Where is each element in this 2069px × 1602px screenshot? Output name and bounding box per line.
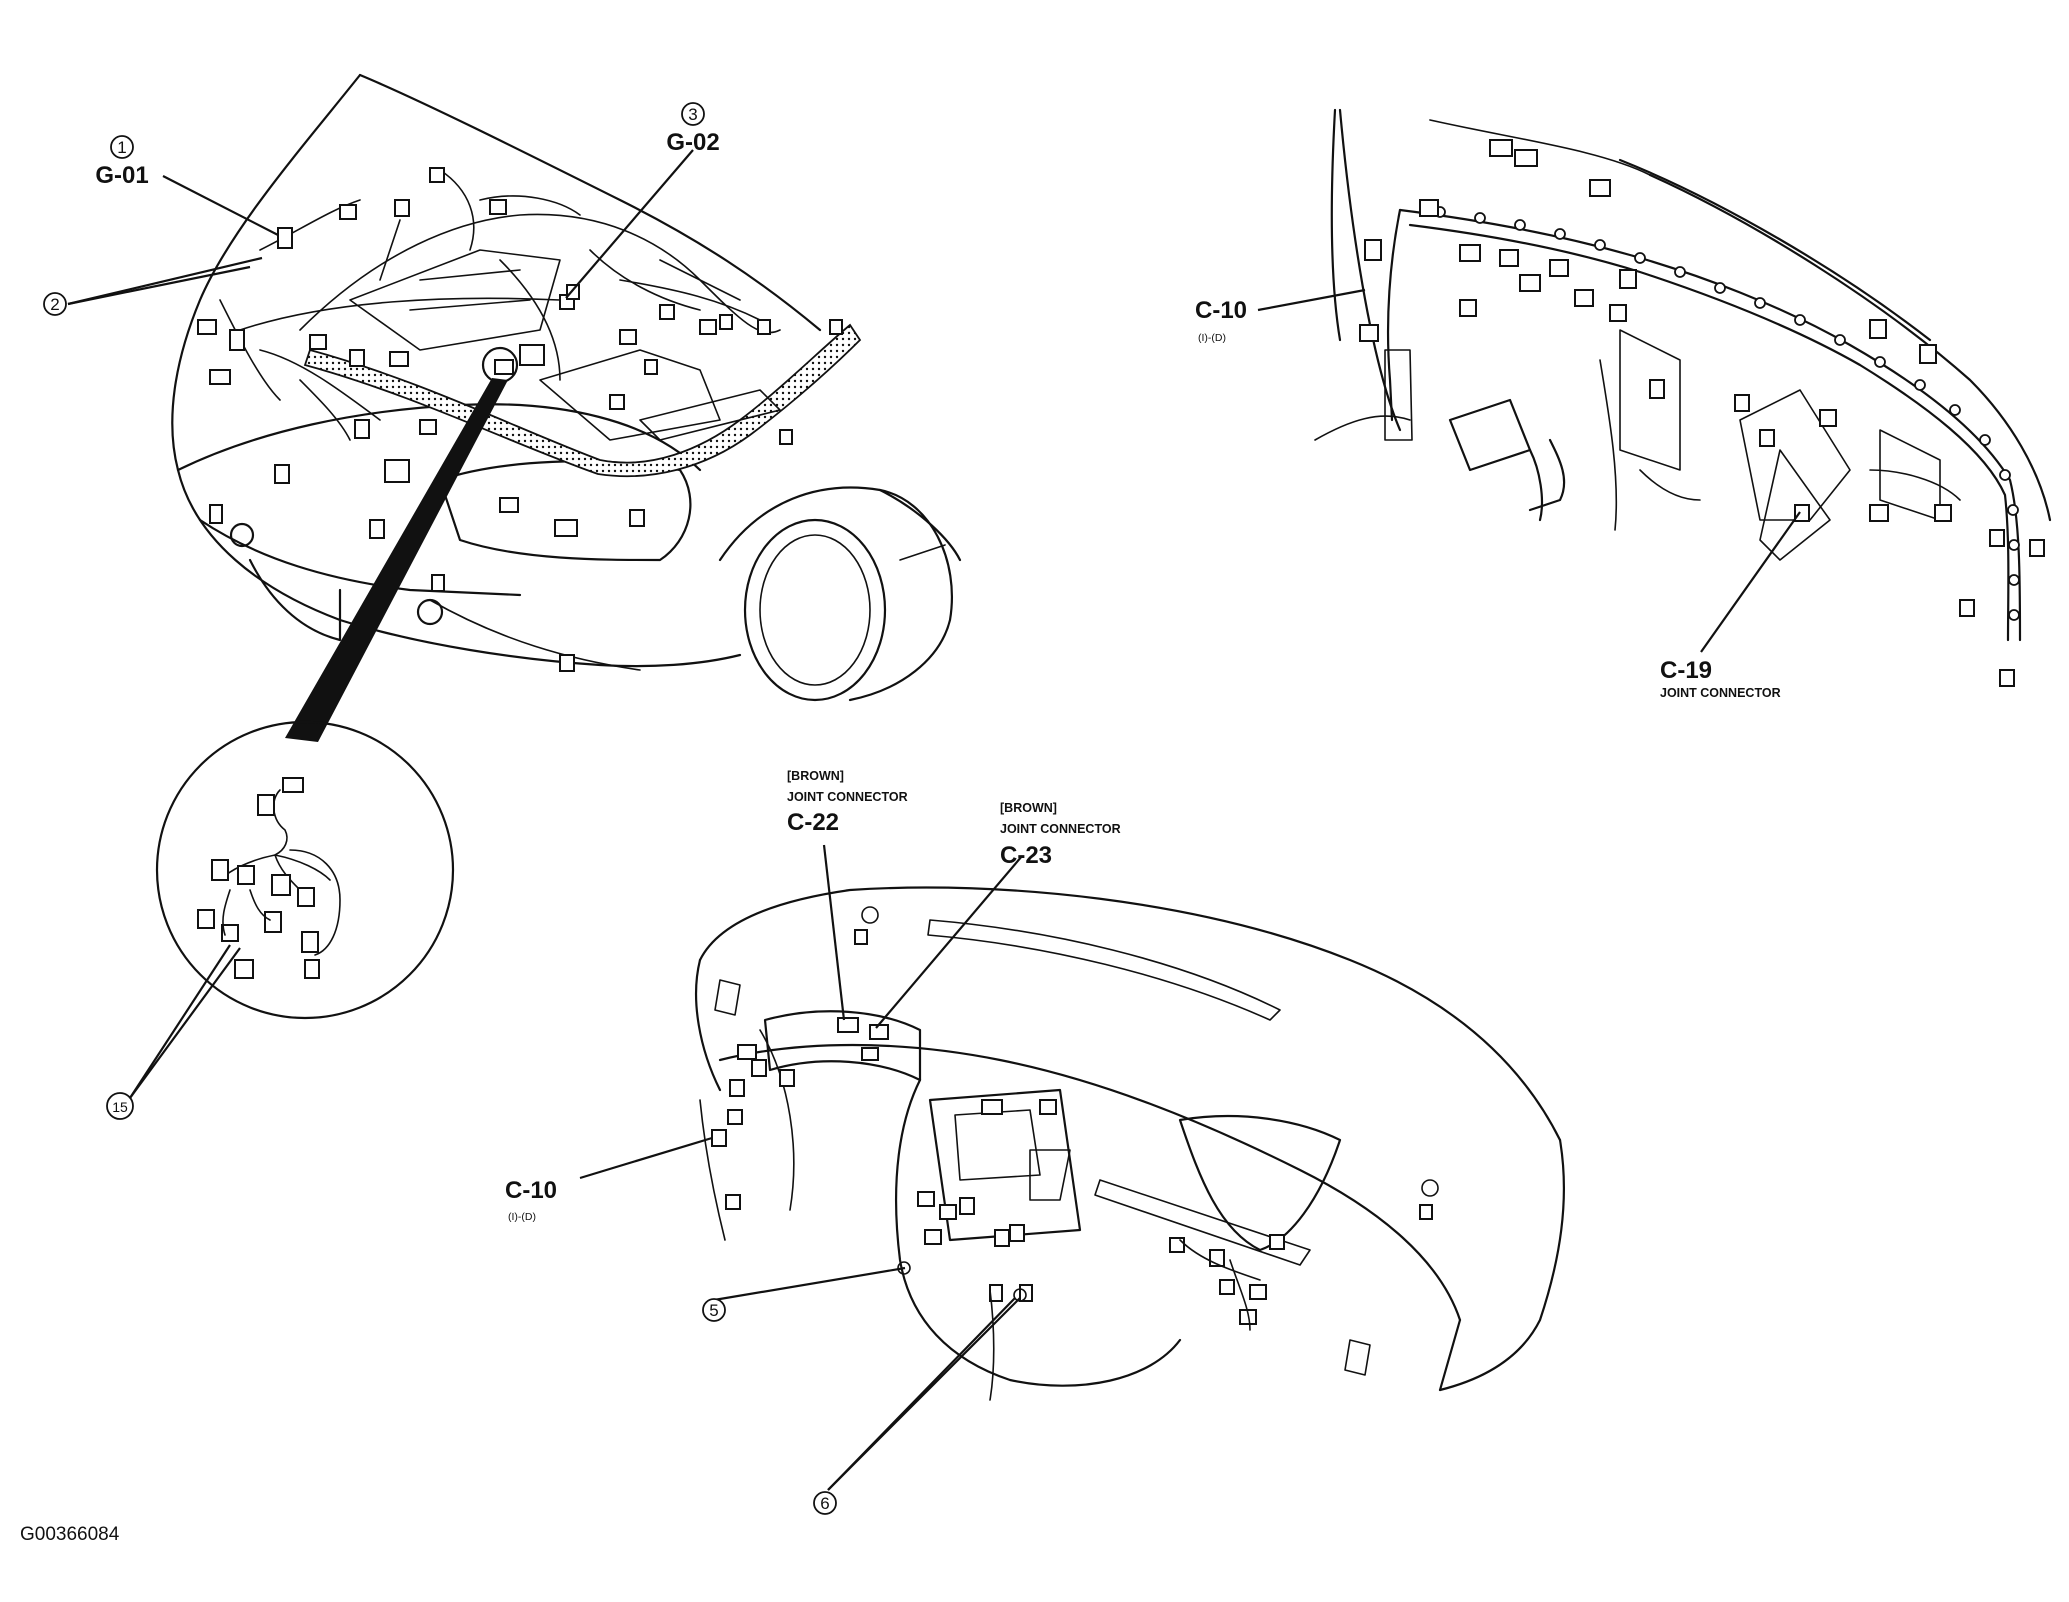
label-c22: [BROWN] JOINT CONNECTOR C-22 [787,769,908,836]
label-c19-sub: JOINT CONNECTOR [1660,686,1781,700]
connector-c19 [1794,504,1810,522]
harness-dots [1434,206,2020,621]
label-c19-code: C-19 [1660,657,1712,684]
label-item15: 15 [106,1092,134,1120]
label-item5-number: 5 [709,1301,718,1320]
label-c23-color: [BROWN] [1000,801,1057,815]
label-g01-code: G-01 [95,162,148,189]
label-item2: 2 [43,292,67,316]
label-item5: 5 [702,1298,726,1322]
label-c19: C-19 JOINT CONNECTOR [1660,657,1781,700]
label-c22-sub: JOINT CONNECTOR [787,790,908,804]
connector-c23 [869,1024,889,1040]
label-c10-top-sub: (I)-(D) [1198,332,1226,344]
label-item15-number: 15 [112,1099,128,1115]
zoom-beam [285,378,508,742]
label-g01: 1 G-01 [95,135,149,189]
label-item6: 6 [813,1491,837,1515]
label-c22-code: C-22 [787,809,839,836]
label-c10-bottom-sub: (I)-(D) [508,1211,536,1223]
leader-lines [67,149,1801,1491]
instrument-panel-harness-illustration [1314,108,2052,687]
connector-c10-top [1364,239,1382,261]
label-g01-number: 1 [117,138,126,157]
label-c10-bottom: C-10 (I)-(D) [505,1177,557,1223]
label-c10-top-code: C-10 [1195,297,1247,324]
inset-detail [155,720,455,1020]
label-g02-code: G-02 [666,129,719,156]
dashboard-illustration [694,886,1566,1401]
connector-g01 [277,227,293,249]
label-item2-number: 2 [50,295,59,314]
label-c23: [BROWN] JOINT CONNECTOR C-23 [1000,801,1121,869]
figure-id: G00366084 [20,1524,120,1545]
label-item6-number: 6 [820,1494,829,1513]
label-c10-top: C-10 (I)-(D) [1195,297,1247,344]
connector-c22 [837,1017,859,1033]
engine-bay-illustration [171,73,962,702]
connector-c10-bottom [711,1129,727,1147]
label-c10-bottom-code: C-10 [505,1177,557,1204]
label-g02-number: 3 [688,105,697,124]
label-c23-sub: JOINT CONNECTOR [1000,822,1121,836]
label-c23-code: C-23 [1000,842,1052,869]
label-c22-color: [BROWN] [787,769,844,783]
label-g02: 3 G-02 [666,102,720,156]
